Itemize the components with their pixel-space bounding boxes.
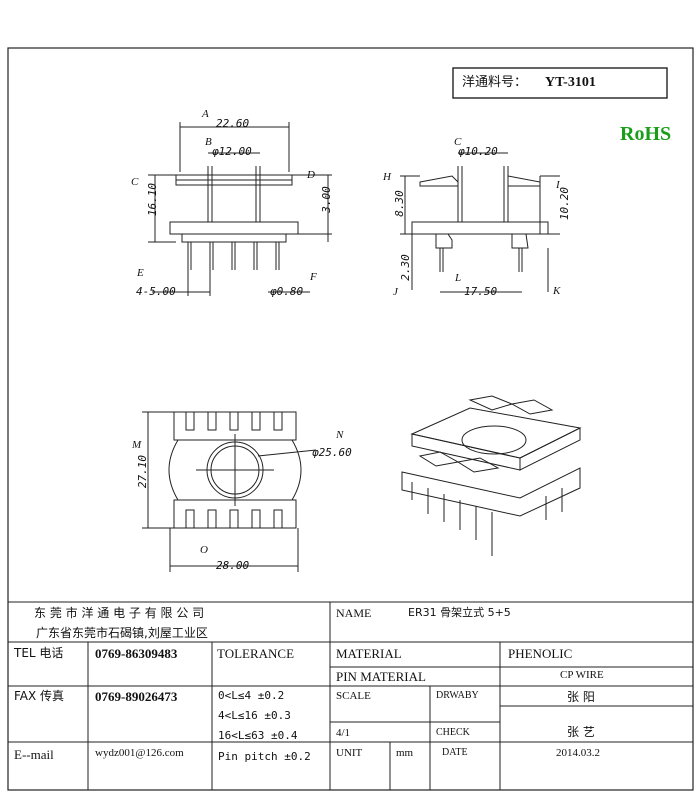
top-mark-m: M	[132, 439, 142, 451]
top-view	[142, 411, 317, 572]
front-dim-e: 4-5.00	[136, 285, 176, 298]
side-mark-j: J	[393, 286, 398, 298]
front-dim-c: 16.10	[146, 182, 160, 217]
front-dim-a: 22.60	[216, 117, 250, 130]
side-mark-c: C	[454, 136, 462, 148]
drawby-value: 张 阳	[567, 690, 595, 704]
front-mark-b: B	[205, 136, 212, 148]
top-dim-n: φ25.60	[312, 446, 352, 459]
check-value: 张 艺	[567, 725, 595, 739]
front-dim-b: φ12.00	[212, 145, 252, 158]
top-mark-n: N	[336, 429, 344, 441]
tel-label: TEL 电话	[14, 646, 64, 660]
side-dim-c: φ10.20	[458, 145, 498, 158]
pin-material-value: CP WIRE	[560, 669, 604, 681]
tolerance-range-3: 16<L≤63 ±0.4	[218, 729, 298, 742]
front-dim-f: φ0.80	[270, 285, 304, 298]
isometric-view	[401, 395, 582, 556]
front-dim-d: 3.00	[319, 186, 333, 213]
email-label: E--mail	[14, 747, 54, 762]
rohs-mark: RoHS	[620, 123, 672, 145]
front-mark-a: A	[202, 108, 209, 120]
fax-label: FAX 传真	[14, 689, 65, 703]
side-mark-k: K	[553, 285, 561, 297]
front-mark-f: F	[310, 271, 317, 283]
front-mark-e: E	[137, 267, 144, 279]
name-label: NAME	[336, 606, 372, 620]
side-mark-i: I	[556, 179, 560, 191]
front-view	[148, 122, 332, 296]
part-number-box	[452, 67, 668, 99]
email-value: wydz001@126.com	[95, 747, 184, 759]
side-mark-h: H	[383, 171, 391, 183]
outer-frame	[7, 47, 694, 791]
side-dim-l: 17.50	[464, 285, 498, 298]
top-mark-o: O	[200, 544, 208, 556]
company-name: 东 莞 市 洋 通 电 子 有 限 公 司	[34, 606, 205, 620]
check-label: CHECK	[436, 727, 470, 738]
date-value: 2014.03.2	[556, 747, 600, 759]
material-value: PHENOLIC	[508, 646, 573, 661]
part-number-label: 洋通料号：	[462, 75, 528, 90]
scale-label: SCALE	[336, 690, 371, 702]
unit-label: UNIT	[336, 747, 363, 759]
tel-value: 0769-86309483	[95, 646, 178, 661]
drawby-label: DRWABY	[436, 690, 479, 701]
company-address: 广东省东莞市石碣镇,刘屋工业区	[36, 626, 208, 640]
side-dim-h: 8.30	[392, 190, 406, 217]
material-label: MATERIAL	[336, 646, 402, 661]
scale-value: 4/1	[336, 727, 351, 739]
tolerance-range-1: 0<L≤4 ±0.2	[218, 689, 285, 702]
tolerance-label: TOLERANCE	[217, 646, 295, 661]
front-mark-d: D	[307, 169, 315, 181]
top-dim-m: 27.10	[136, 454, 150, 489]
title-block-grid	[8, 601, 693, 790]
side-dim-i: 10.20	[558, 186, 572, 221]
side-dim-j: 2.30	[398, 254, 412, 281]
front-mark-c: C	[131, 176, 139, 188]
pin-material-label: PIN MATERIAL	[336, 669, 426, 684]
top-dim-o: 28.00	[216, 559, 250, 572]
unit-value: mm	[396, 747, 414, 759]
date-label: DATE	[442, 747, 468, 758]
tolerance-pin-pitch: Pin pitch ±0.2	[218, 750, 311, 763]
fax-value: 0769-89026473	[95, 689, 178, 704]
side-mark-l: L	[455, 272, 462, 284]
tolerance-range-2: 4<L≤16 ±0.3	[218, 709, 291, 722]
side-view	[400, 152, 560, 293]
name-value: ER31 骨架立式 5+5	[408, 606, 511, 619]
part-number: YT-3101	[545, 75, 596, 90]
